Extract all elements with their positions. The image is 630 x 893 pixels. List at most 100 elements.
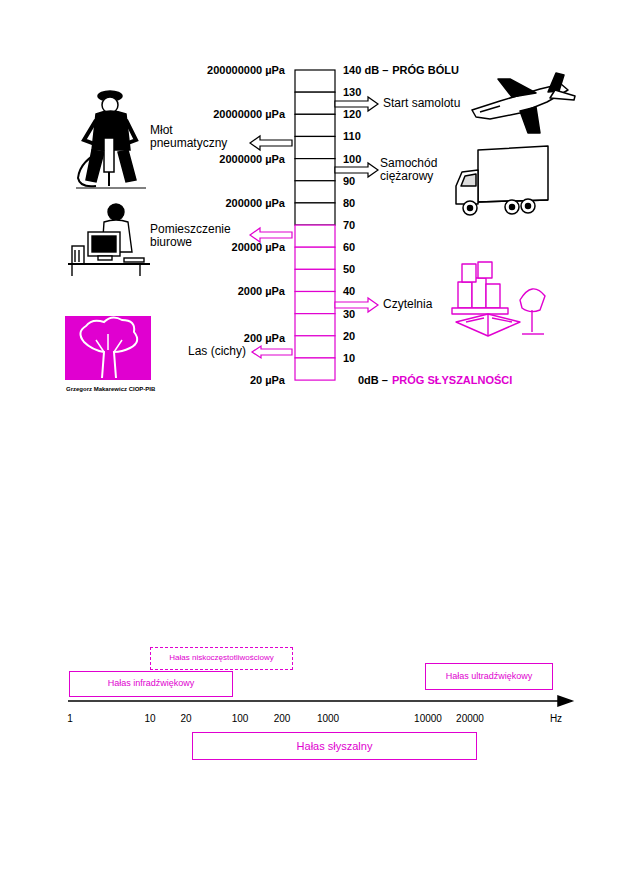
- pointer-arrow-part: [252, 346, 292, 358]
- office-picture-part: [139, 264, 140, 276]
- tree-picture-part: [80, 317, 137, 378]
- tree-picture-part: [96, 334, 122, 352]
- level-scale: [295, 70, 335, 380]
- source-label: Start samolotu: [383, 97, 460, 110]
- threshold-label: PRÓG BÓLU: [392, 64, 459, 76]
- scale-step: [295, 247, 335, 269]
- truck-picture: [456, 146, 548, 215]
- frequency-tick: 200: [274, 713, 291, 724]
- source-label: Pomieszczenie biurowe: [150, 223, 242, 249]
- worker-picture-part: [78, 150, 104, 186]
- reading-room-picture-part: [492, 318, 512, 322]
- band-label: Hałas infradźwiękowy: [108, 679, 195, 689]
- frequency-tick: 10000: [414, 713, 442, 724]
- reading-room-picture-part: [478, 262, 492, 278]
- threshold-label: PRÓG SŁYSZALNOŚCI: [392, 374, 512, 386]
- frequency-tick: 20000: [456, 713, 484, 724]
- airplane-picture-part: [520, 107, 540, 133]
- source-label: Czytelnia: [383, 298, 432, 311]
- pointer-arrow-part: [335, 163, 378, 177]
- pressure-value: 2000000 µPa: [219, 153, 285, 165]
- frequency-tick: 20: [180, 713, 191, 724]
- decibel-value: 140 dB –: [343, 64, 388, 76]
- decibel-value: 80: [343, 197, 355, 209]
- decibel-value: 120: [343, 108, 361, 120]
- truck-picture-part: [461, 174, 476, 186]
- worker-picture-part: [76, 188, 146, 189]
- office-picture-part: [92, 236, 116, 252]
- frequency-tick: 100: [232, 713, 249, 724]
- office-picture-part: [68, 263, 150, 265]
- reading-room-picture-part: [456, 314, 520, 336]
- decibel-value: 90: [343, 175, 355, 187]
- airplane-picture-part: [550, 90, 575, 100]
- scale-step: [295, 269, 335, 291]
- pointer-arrow-part: [250, 136, 292, 150]
- truck-picture-part: [468, 206, 473, 211]
- source-label: Samochód ciężarowy: [380, 157, 460, 183]
- decibel-value: 110: [343, 130, 361, 142]
- decibel-value: 40: [343, 285, 355, 297]
- scale-step: [295, 92, 335, 114]
- reading-room-picture-part: [452, 308, 508, 314]
- author-note: Grzegorz Makarewicz CIOP-PIB: [66, 386, 155, 393]
- source-label: Las (cichy): [188, 345, 246, 358]
- truck-picture-part: [521, 199, 535, 213]
- decibel-value: 130: [343, 86, 361, 98]
- office-picture-part: [124, 258, 144, 262]
- tree-picture: [65, 316, 151, 380]
- office-picture-part: [98, 256, 112, 260]
- airplane-picture-part: [548, 73, 564, 92]
- frequency-tick: 1: [67, 713, 73, 724]
- frequency-axis: [68, 696, 572, 706]
- pointer-arrow-part: [250, 228, 292, 242]
- band-label: Hałas ultradźwiękowy: [446, 672, 533, 682]
- pressure-value: 20000000 µPa: [213, 108, 285, 120]
- truck-picture-part: [456, 170, 478, 204]
- worker-picture-part: [108, 172, 110, 186]
- decibel-value: 10: [343, 352, 355, 364]
- office-picture-part: [88, 232, 120, 256]
- worker-picture: [76, 91, 146, 188]
- reading-room-picture-part: [466, 318, 484, 322]
- decibel-value: 50: [343, 263, 355, 275]
- reading-room-picture-part: [462, 264, 476, 282]
- worker-picture-part: [84, 120, 100, 146]
- band-box: Hałas słyszalny: [192, 732, 477, 760]
- worker-picture-part: [104, 138, 114, 172]
- scale-step: [295, 314, 335, 336]
- office-picture-part: [74, 250, 75, 262]
- scale-step: [295, 225, 335, 247]
- decibel-value: 20: [343, 330, 355, 342]
- band-label: Hałas niskoczęstotliwościowy: [169, 654, 273, 663]
- airplane-picture-part: [480, 106, 500, 112]
- truck-picture-part: [526, 204, 531, 209]
- band-label: Hałas słyszalny: [297, 740, 373, 752]
- pressure-value: 20 µPa: [250, 374, 285, 386]
- scale-step: [295, 358, 335, 380]
- frequency-tick: 1000: [317, 713, 339, 724]
- office-picture-part: [71, 264, 72, 276]
- scale-step: [295, 203, 335, 225]
- pressure-value: 20000 µPa: [232, 241, 285, 253]
- pointer-arrow-part: [335, 298, 378, 312]
- office-picture-part: [72, 246, 84, 264]
- frequency-axis-part: [68, 700, 560, 702]
- reading-room-picture-part: [487, 314, 488, 336]
- frequency-tick: Hz: [550, 713, 562, 724]
- frequency-tick: 10: [144, 713, 155, 724]
- band-box: Hałas ultradźwiękowy: [425, 663, 553, 690]
- airplane-picture-part: [498, 79, 536, 97]
- truck-picture-part: [463, 201, 477, 215]
- truck-picture-part: [510, 205, 515, 210]
- decibel-value: 70: [343, 219, 355, 231]
- scale-step: [295, 336, 335, 358]
- reading-room-picture-part: [522, 333, 544, 334]
- decibel-value: 0dB –: [358, 374, 388, 386]
- pressure-value: 200 µPa: [244, 332, 285, 344]
- worker-picture-part: [118, 150, 136, 182]
- scale-step: [295, 136, 335, 158]
- source-label: Młot pneumatyczny: [150, 124, 248, 150]
- reading-room-picture-part: [520, 289, 545, 312]
- scale-step: [295, 292, 335, 314]
